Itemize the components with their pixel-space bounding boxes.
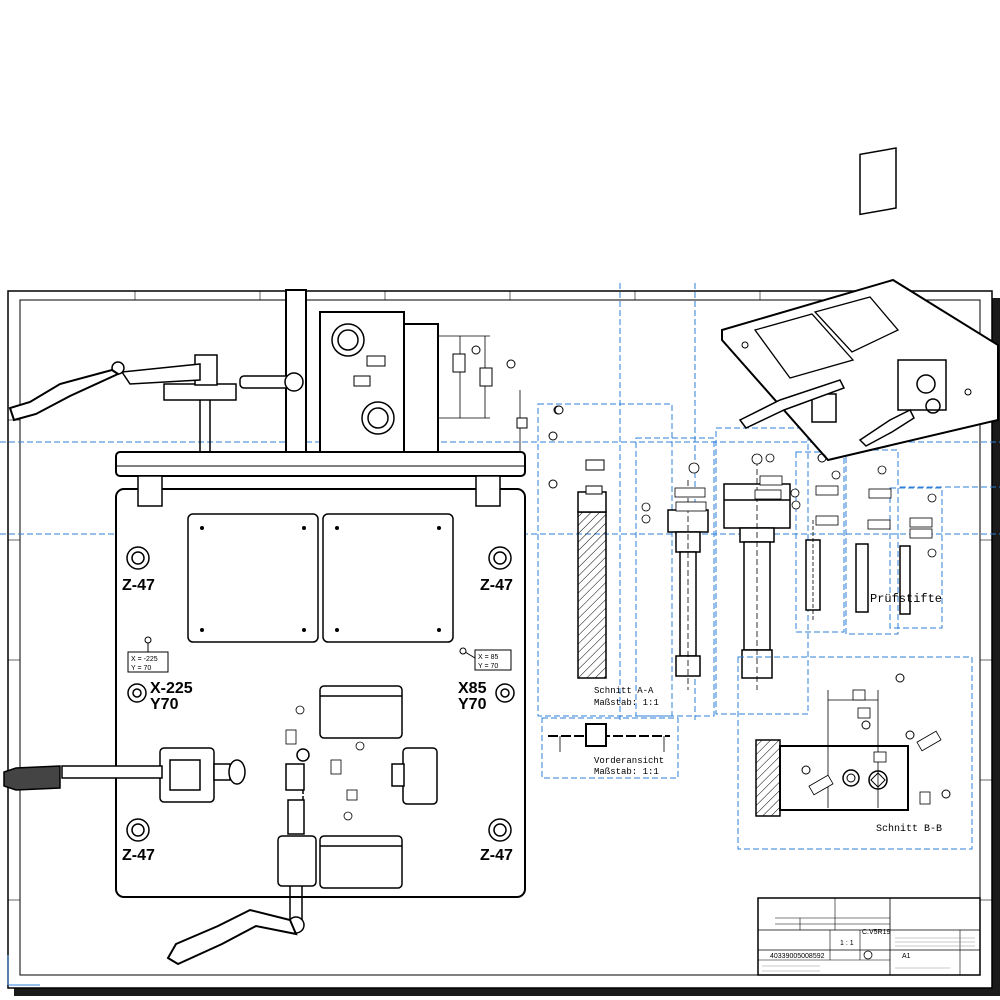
pruefstifte-label: Prüfstifte [870,592,942,606]
svg-text:X = -225: X = -225 [131,656,158,663]
x-label-left: X-225 [150,680,193,697]
schnitt-bb-label: Schnitt B-B [876,823,942,835]
top-rail [115,451,526,477]
callout-right: X = 85 Y = 70 [459,647,512,671]
view-box-pin-4 [845,449,899,635]
rail-post-left [137,475,163,507]
title-scale: 1 : 1 [840,940,854,947]
y-label-right: Y70 [458,696,487,713]
upper-plate [403,323,439,453]
schnitt-aa-scale: Maßstab: 1:1 [594,698,659,708]
vertical-post [285,289,307,453]
pin-left [127,683,147,703]
axis-marker [7,955,40,986]
view-box-vorderansicht [541,717,679,779]
svg-text:Y = 70: Y = 70 [478,663,498,670]
pin-5 [899,545,911,615]
schnitt-bb-part [755,673,951,817]
toggle-clamp-top [8,354,304,452]
hole-top-left [126,546,150,570]
view-box-pin-1 [635,437,715,717]
window-right [322,513,454,643]
isometric-view [721,147,999,463]
main-view-balloons [285,705,365,821]
title-block-fill-lines [762,937,975,972]
upper-label-box-1 [366,355,386,367]
callout-left: X = -225 Y = 70 [127,636,169,673]
toggle-clamp-left [3,747,246,803]
title-drawing-no: C.V5R19 [862,929,891,936]
vorderansicht-scale: Maßstab: 1:1 [594,767,659,777]
sheet-inner-border [19,299,981,976]
view-box-aa [537,403,673,717]
z-label-bottom-right: Z-47 [480,847,513,864]
pin-3 [805,520,821,620]
pin-dimension-boxes [641,453,937,558]
hole-top-right [488,546,512,570]
view-box-pin-5 [889,487,943,629]
vorderansicht-title: Vorderansicht [594,756,664,766]
hole-bottom-left [126,818,150,842]
title-block [757,897,981,976]
title-part-no: 40339005008592 [770,953,825,960]
rail-post-right [475,475,501,507]
vorderansicht-part [548,723,670,752]
pin-4 [855,543,869,613]
z-label-top-right: Z-47 [480,577,513,594]
view-box-schnitt-bb [737,656,973,850]
svg-text:Y = 70: Y = 70 [131,665,151,672]
center-sensor [285,748,310,830]
z-label-bottom-left: Z-47 [122,847,155,864]
upper-label-box-2 [353,375,371,387]
toggle-clamp-bottom [166,799,317,966]
hole-bottom-right [488,818,512,842]
pin-right [495,683,515,703]
title-sheet-size: A1 [902,953,911,960]
y-label-left: Y70 [150,696,179,713]
x-label-right: X85 [458,680,487,697]
section-aa-pin [548,405,607,679]
frame-ticks [8,291,992,901]
support-pads [319,685,438,889]
z-label-top-left: Z-47 [122,577,155,594]
svg-text:X = 85: X = 85 [478,654,499,661]
schnitt-aa-title: Schnitt A-A [594,686,654,696]
window-left [187,513,319,643]
